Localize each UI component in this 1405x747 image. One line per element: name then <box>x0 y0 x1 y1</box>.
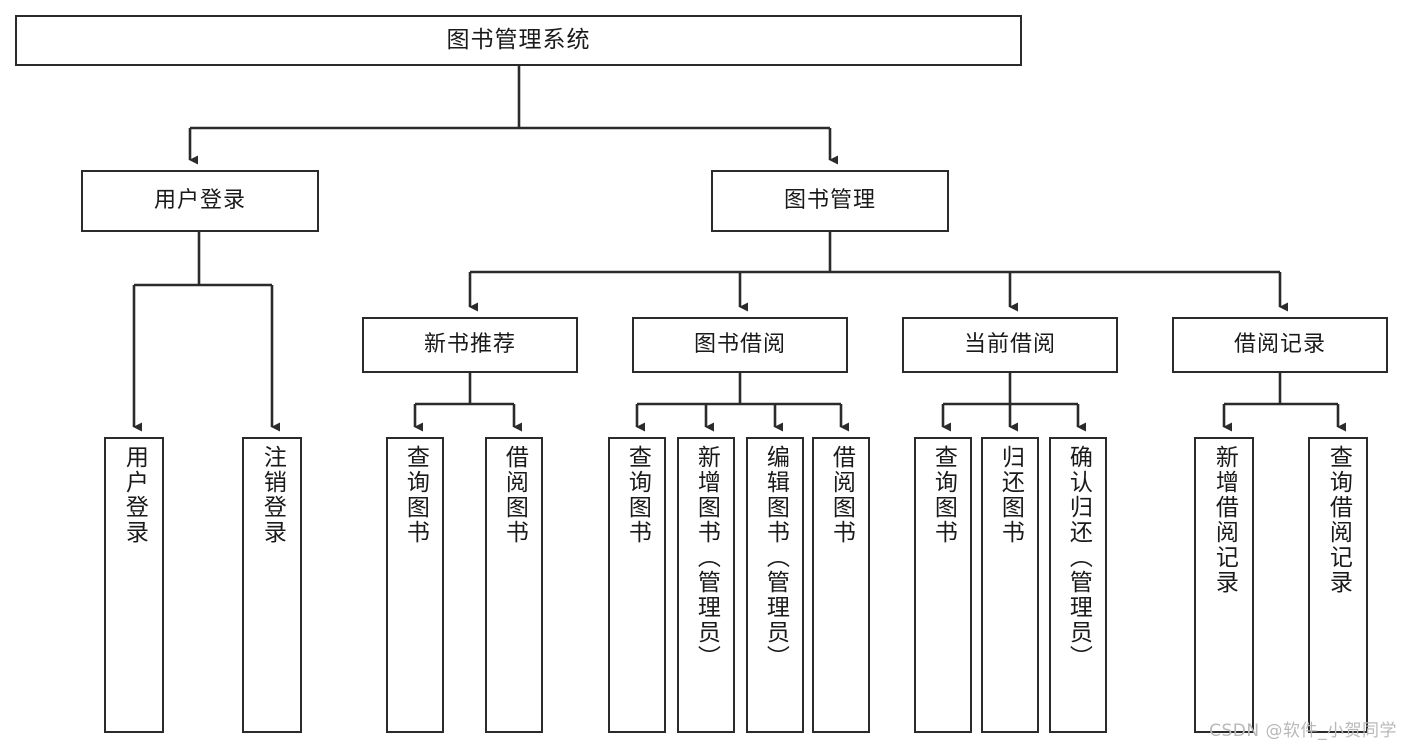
leaf-label: 用户登录 <box>121 445 148 545</box>
node-book-management-system[interactable]: 图书管理系统 <box>15 15 1022 66</box>
leaf-confirm-return-admin[interactable]: 确认归还（管理员） <box>1049 437 1107 733</box>
node-label: 借阅记录 <box>1233 332 1326 357</box>
node-label: 新书推荐 <box>423 332 516 357</box>
leaf-query-book-newbook[interactable]: 查询图书 <box>386 437 444 733</box>
node-label: 图书借阅 <box>693 332 786 357</box>
node-current-borrow[interactable]: 当前借阅 <box>902 317 1118 373</box>
leaf-label: 确认归还（管理员） <box>1065 445 1092 670</box>
leaf-query-book-borrow[interactable]: 查询图书 <box>608 437 666 733</box>
node-label: 用户登录 <box>153 188 246 213</box>
csdn-watermark: CSDN @软件_小贺同学 <box>1209 721 1397 741</box>
leaf-label: 编辑图书（管理员） <box>762 445 789 670</box>
leaf-label: 注销登录 <box>259 445 286 545</box>
leaf-query-borrow-record[interactable]: 查询借阅记录 <box>1308 437 1368 733</box>
node-book-borrow[interactable]: 图书借阅 <box>632 317 848 373</box>
leaf-query-book-current[interactable]: 查询图书 <box>914 437 972 733</box>
leaf-return-book[interactable]: 归还图书 <box>981 437 1039 733</box>
leaf-edit-book-admin[interactable]: 编辑图书（管理员） <box>746 437 804 733</box>
leaf-label: 查询图书 <box>624 445 651 545</box>
leaf-label: 新增图书（管理员） <box>693 445 720 670</box>
node-label: 当前借阅 <box>963 332 1056 357</box>
leaf-logout[interactable]: 注销登录 <box>242 437 302 733</box>
leaf-label: 新增借阅记录 <box>1211 445 1238 595</box>
leaf-label: 借阅图书 <box>501 445 528 545</box>
leaf-borrow-book[interactable]: 借阅图书 <box>812 437 870 733</box>
leaf-add-book-admin[interactable]: 新增图书（管理员） <box>677 437 735 733</box>
leaf-label: 查询借阅记录 <box>1325 445 1352 595</box>
leaf-add-borrow-record[interactable]: 新增借阅记录 <box>1194 437 1254 733</box>
leaf-label: 查询图书 <box>402 445 429 545</box>
node-borrow-records[interactable]: 借阅记录 <box>1172 317 1388 373</box>
leaf-label: 归还图书 <box>997 445 1024 545</box>
leaf-label: 借阅图书 <box>828 445 855 545</box>
node-label: 图书管理系统 <box>446 27 591 53</box>
node-label: 图书管理 <box>783 188 876 213</box>
node-book-management[interactable]: 图书管理 <box>711 170 949 232</box>
leaf-user-login[interactable]: 用户登录 <box>104 437 164 733</box>
leaf-label: 查询图书 <box>930 445 957 545</box>
node-new-book-recommend[interactable]: 新书推荐 <box>362 317 578 373</box>
node-user-login[interactable]: 用户登录 <box>81 170 319 232</box>
leaf-borrow-book-newbook[interactable]: 借阅图书 <box>485 437 543 733</box>
